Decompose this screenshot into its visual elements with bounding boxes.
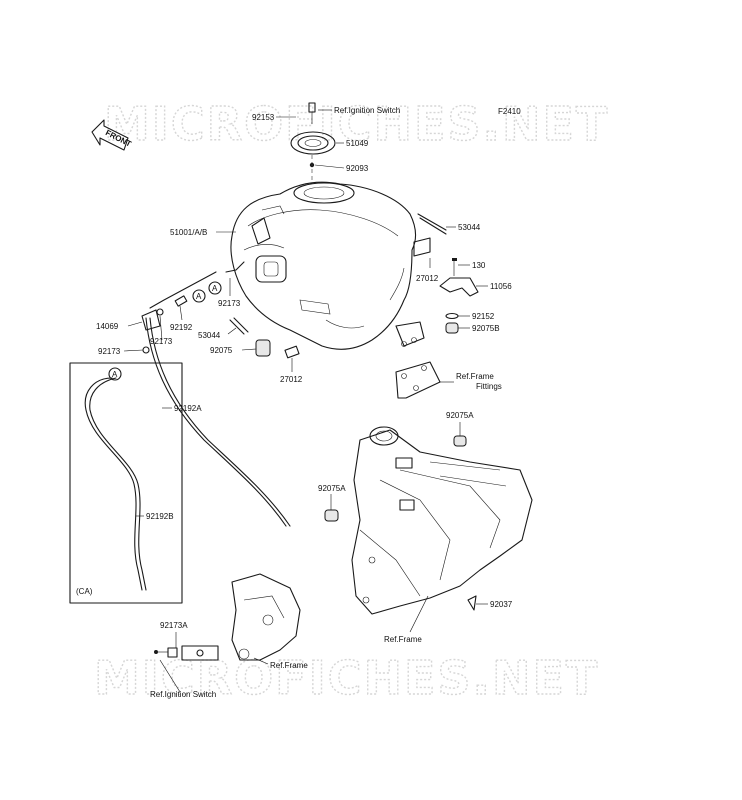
figure-code: F2410 — [498, 107, 521, 116]
label-92093: 92093 — [346, 164, 369, 173]
label-92173-left: 92173 — [98, 347, 121, 356]
label-92075: 92075 — [210, 346, 233, 355]
svg-text:A: A — [196, 292, 202, 301]
label-51001: 51001/A/B — [170, 228, 207, 237]
label-92075a-top: 92075A — [446, 411, 474, 420]
label-53044-left: 53044 — [198, 331, 221, 340]
label-130: 130 — [472, 261, 486, 270]
frame — [324, 426, 533, 615]
frame-fittings-bracket — [395, 361, 441, 399]
label-ref-frame-fittings-line2: Fittings — [476, 382, 502, 391]
label-92192b: 92192B — [146, 512, 174, 521]
fuel-tank — [230, 181, 425, 350]
ca-hose-box: (CA) — [69, 362, 183, 604]
label-ref-frame-fittings-line1: Ref.Frame — [456, 372, 494, 381]
label-ref-ignition-switch-bottom: Ref.Ignition Switch — [150, 690, 216, 699]
ca-label: (CA) — [76, 587, 93, 596]
label-92192: 92192 — [170, 323, 193, 332]
label-92037: 92037 — [490, 600, 513, 609]
label-ref-frame-bottom: Ref.Frame — [270, 661, 308, 670]
label-92192a: 92192A — [174, 404, 202, 413]
frame-lower — [154, 573, 301, 661]
label-92153: 92153 — [252, 113, 275, 122]
label-92173a: 92173A — [160, 621, 188, 630]
fuel-cap-assembly — [290, 102, 336, 180]
label-92152: 92152 — [472, 312, 495, 321]
label-11056: 11056 — [490, 282, 512, 291]
leader-lines — [123, 109, 488, 693]
circle-a-marker-2: A — [208, 281, 222, 295]
label-ref-frame-right: Ref.Frame — [384, 635, 422, 644]
tank-mount-parts — [413, 213, 479, 334]
svg-text:A: A — [112, 370, 118, 379]
label-92173-left-upper: 92173 — [150, 337, 173, 346]
circle-a-marker-1: A — [192, 289, 206, 303]
label-53044-right: 53044 — [458, 223, 481, 232]
label-92075b: 92075B — [472, 324, 500, 333]
breather-hoses — [141, 261, 300, 527]
circle-a-marker-3: A — [108, 367, 122, 381]
label-92075a-left: 92075A — [318, 484, 346, 493]
label-27012-right: 27012 — [416, 274, 439, 283]
label-14069: 14069 — [96, 322, 119, 331]
svg-text:A: A — [212, 284, 218, 293]
watermark-top: MICROFICHES.NET — [104, 97, 609, 151]
label-ref-ignition-switch-top: Ref.Ignition Switch — [334, 106, 400, 115]
watermark-bottom: MICROFICHES.NET — [94, 651, 599, 705]
label-92173-mid: 92173 — [218, 299, 241, 308]
label-27012-bottom: 27012 — [280, 375, 303, 384]
label-51049: 51049 — [346, 139, 369, 148]
